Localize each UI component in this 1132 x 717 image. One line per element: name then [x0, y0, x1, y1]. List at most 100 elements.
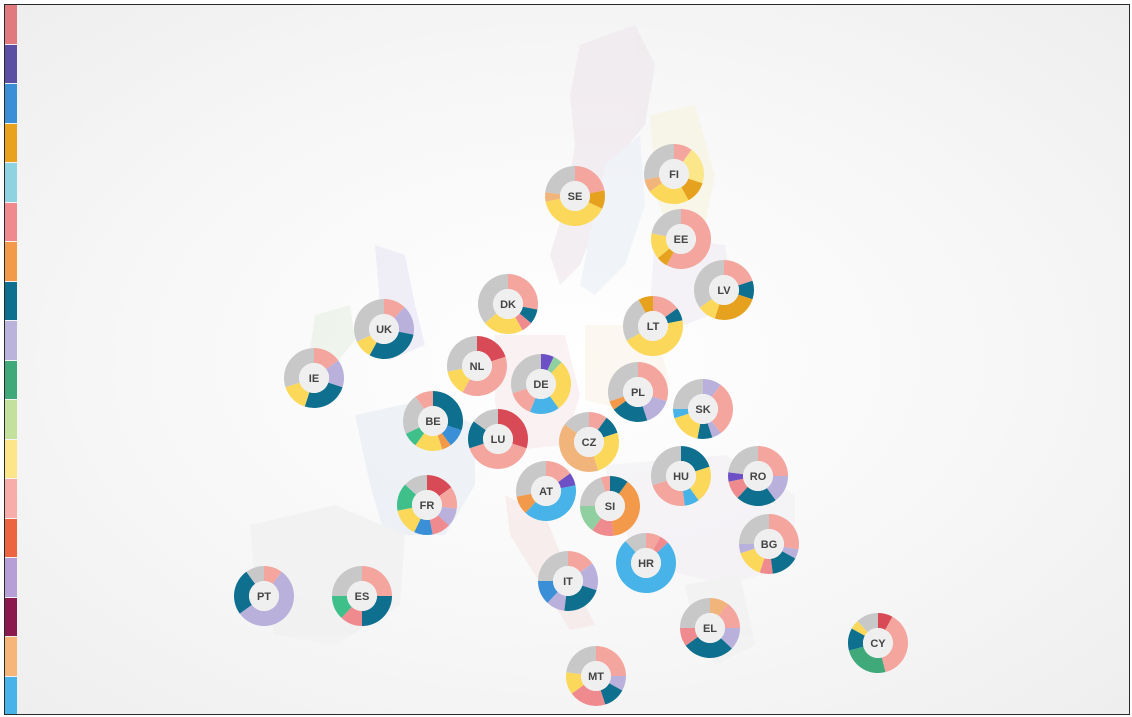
donut-de[interactable]: DE	[511, 354, 571, 414]
donut-segment	[682, 488, 699, 506]
donut-segment	[707, 421, 721, 438]
label-si: SI	[605, 501, 615, 513]
donut-bg[interactable]: BG	[739, 514, 799, 574]
donut-cz[interactable]: CZ	[559, 412, 619, 472]
donut-segment	[566, 672, 584, 694]
donut-se[interactable]: SE	[545, 166, 605, 226]
donut-ro[interactable]: RO	[728, 446, 788, 506]
donut-segment	[304, 382, 343, 408]
donut-segment	[770, 551, 796, 574]
label-nl: NL	[470, 361, 485, 373]
label-pt: PT	[257, 591, 271, 603]
donut-segment	[285, 382, 310, 407]
donut-segment	[644, 144, 674, 180]
legend-swatch	[5, 163, 17, 202]
donut-segment	[673, 379, 703, 409]
donut-segment	[766, 476, 788, 501]
donut-dk[interactable]: DK	[478, 274, 538, 334]
donut-segment	[782, 546, 799, 559]
donut-si[interactable]: SI	[580, 476, 640, 536]
donut-segment	[881, 616, 908, 673]
donut-segment	[625, 533, 646, 553]
donut-segment	[473, 409, 498, 431]
donut-segment	[682, 149, 704, 184]
donut-hu[interactable]: HU	[651, 446, 711, 506]
donut-mt[interactable]: MT	[566, 646, 626, 706]
donut-segment	[851, 621, 868, 636]
donut-segment	[575, 166, 605, 194]
donut-segment	[546, 461, 571, 483]
donut-segment	[558, 473, 576, 489]
donut-segment	[545, 198, 603, 226]
donut-segment	[714, 294, 753, 320]
donut-segment	[623, 299, 646, 341]
donut-segment	[588, 190, 605, 209]
donut-segment	[651, 209, 681, 237]
donut-segment	[234, 571, 256, 614]
donut-lt[interactable]: LT	[623, 296, 683, 356]
donut-segment	[646, 533, 661, 550]
donut-ie[interactable]: IE	[284, 348, 344, 408]
legend-swatch	[5, 518, 17, 557]
donut-segment	[547, 591, 567, 611]
donut-segment	[415, 391, 433, 409]
donut-segment	[649, 182, 689, 204]
donut-segment	[447, 368, 470, 393]
donut-es[interactable]: ES	[332, 566, 392, 626]
donut-at[interactable]: AT	[516, 461, 576, 521]
legend-swatch	[5, 321, 17, 360]
donut-segment	[469, 443, 527, 469]
label-sk: SK	[695, 404, 710, 416]
donut-segment	[848, 646, 886, 673]
donut-nl[interactable]: NL	[447, 336, 507, 396]
donut-uk[interactable]: UK	[354, 299, 414, 359]
donut-segment	[384, 299, 405, 319]
donut-fr[interactable]: FR	[397, 475, 457, 535]
donut-segment	[516, 461, 546, 497]
legend-swatch	[5, 44, 17, 83]
donut-segment	[728, 478, 748, 498]
donut-lv[interactable]: LV	[694, 260, 754, 320]
donut-lu[interactable]: LU	[468, 409, 528, 469]
donut-segment	[538, 581, 558, 603]
donut-segment	[403, 396, 425, 434]
donut-segment	[519, 306, 538, 324]
donut-segment	[566, 646, 596, 675]
donut-segment	[626, 320, 683, 356]
donut-sk[interactable]: SK	[673, 379, 733, 439]
donut-segment	[739, 544, 755, 554]
donut-segment	[759, 558, 773, 574]
donut-cy[interactable]: CY	[848, 613, 908, 673]
donut-fi[interactable]: FI	[644, 144, 704, 204]
donut-segment	[264, 566, 282, 584]
color-legend-strip	[5, 5, 17, 714]
label-mt: MT	[588, 671, 604, 683]
label-at: AT	[539, 486, 553, 498]
donut-segment	[597, 417, 618, 438]
donut-segment	[314, 348, 339, 370]
donut-segment	[511, 354, 541, 394]
donut-pt[interactable]: PT	[234, 566, 294, 626]
donut-segment	[740, 548, 765, 573]
legend-swatch	[5, 5, 17, 44]
donut-segment	[644, 176, 662, 192]
donut-it[interactable]: IT	[538, 551, 598, 611]
donut-be[interactable]: BE	[403, 391, 463, 451]
donut-segment	[369, 331, 414, 359]
donut-segment	[608, 362, 638, 402]
legend-swatch	[5, 202, 17, 241]
donut-segment	[437, 433, 451, 450]
donut-pl[interactable]: PL	[608, 362, 668, 422]
donut-el[interactable]: EL	[680, 598, 740, 658]
legend-swatch	[5, 558, 17, 597]
label-uk: UK	[376, 324, 392, 336]
donut-ee[interactable]: EE	[651, 209, 711, 269]
donut-segment	[478, 274, 508, 324]
map-frame: SE FI EE LV LT DK UK IE	[4, 4, 1130, 715]
donut-segment	[703, 379, 721, 397]
donut-segment	[394, 307, 414, 335]
donut-hr[interactable]: HR	[616, 533, 676, 593]
donut-segment	[508, 274, 538, 310]
donut-segment	[447, 336, 477, 372]
donut-segment	[549, 362, 571, 409]
